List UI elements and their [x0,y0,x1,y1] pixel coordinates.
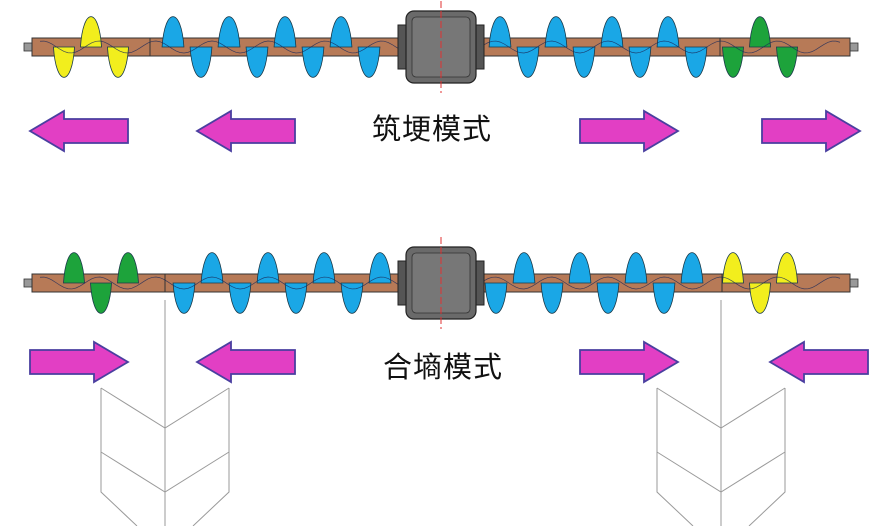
auger-blade-icon [776,252,798,284]
bottom-auger [23,237,859,329]
block-arrow-icon [29,340,130,384]
auger-blade-icon [312,252,336,284]
block-arrow-icon [579,109,680,153]
auger-blade-icon [189,46,213,78]
auger-blade-icon [340,282,364,314]
auger-blade-icon [200,252,224,284]
auger-blade-icon [107,46,129,78]
block-arrow-icon [28,109,129,153]
auger-blade-icon [722,252,744,284]
auger-blade-icon [329,16,353,48]
auger-blade-icon [273,16,297,48]
auger-blade-icon [572,46,596,78]
auger-blade-icon [357,46,381,78]
auger-blade-icon [544,16,568,48]
ridge-chevron-lower [656,451,786,493]
auger-blade-icon [53,46,75,78]
auger-blade-icon [680,252,704,284]
auger-blade-icon [684,46,708,78]
ridge-chevron-upper [656,387,786,429]
auger-blade-icon [516,46,540,78]
soil-merging-mode-label: 合墒模式 [383,350,504,384]
auger-blade-icon [624,252,648,284]
auger-blade-icon [776,46,798,78]
block-arrow-icon [761,109,862,153]
block-arrow-icon [195,109,296,153]
block-arrow-icon [195,340,296,384]
ridge-chevron-upper [100,387,230,429]
right-ridge-outline [656,300,786,527]
auger-blade-icon [484,282,508,314]
left-ridge-outline [100,300,230,527]
auger-blade-icon [540,282,564,314]
ridge-building-mode-label: 筑埂模式 [372,112,493,146]
auger-blade-icon [568,252,592,284]
auger-blade-icon [117,252,139,284]
auger-blade-icon [301,46,325,78]
auger-blade-icon [245,46,269,78]
auger-blade-icon [652,282,676,314]
auger-blade-icon [600,16,624,48]
auger-blade-icon [80,16,102,48]
auger-blade-icon [749,282,771,314]
auger-blade-icon [63,252,85,284]
auger-blade-icon [161,16,185,48]
auger-blade-icon [368,252,392,284]
ridge-right-edge [748,388,786,527]
block-arrow-icon [768,340,869,384]
auger-blade-icon [284,282,308,314]
auger-blade-icon [656,16,680,48]
auger-blade-icon [596,282,620,314]
auger-blade-icon [749,16,771,48]
auger-blade-icon [512,252,536,284]
auger-blade-icon [628,46,652,78]
auger-blade-icon [488,16,512,48]
auger-blade-icon [172,282,196,314]
auger-blade-icon [90,282,112,314]
auger-blade-icon [256,252,280,284]
auger-blade-icon [228,282,252,314]
auger-blade-icon [217,16,241,48]
ridge-chevron-lower [100,451,230,493]
block-arrow-icon [579,340,680,384]
ridge-right-edge [192,388,230,527]
ridge-left-edge [656,388,694,527]
auger-blade-icon [722,46,744,78]
top-auger [23,1,859,93]
ridge-left-edge [100,388,138,527]
